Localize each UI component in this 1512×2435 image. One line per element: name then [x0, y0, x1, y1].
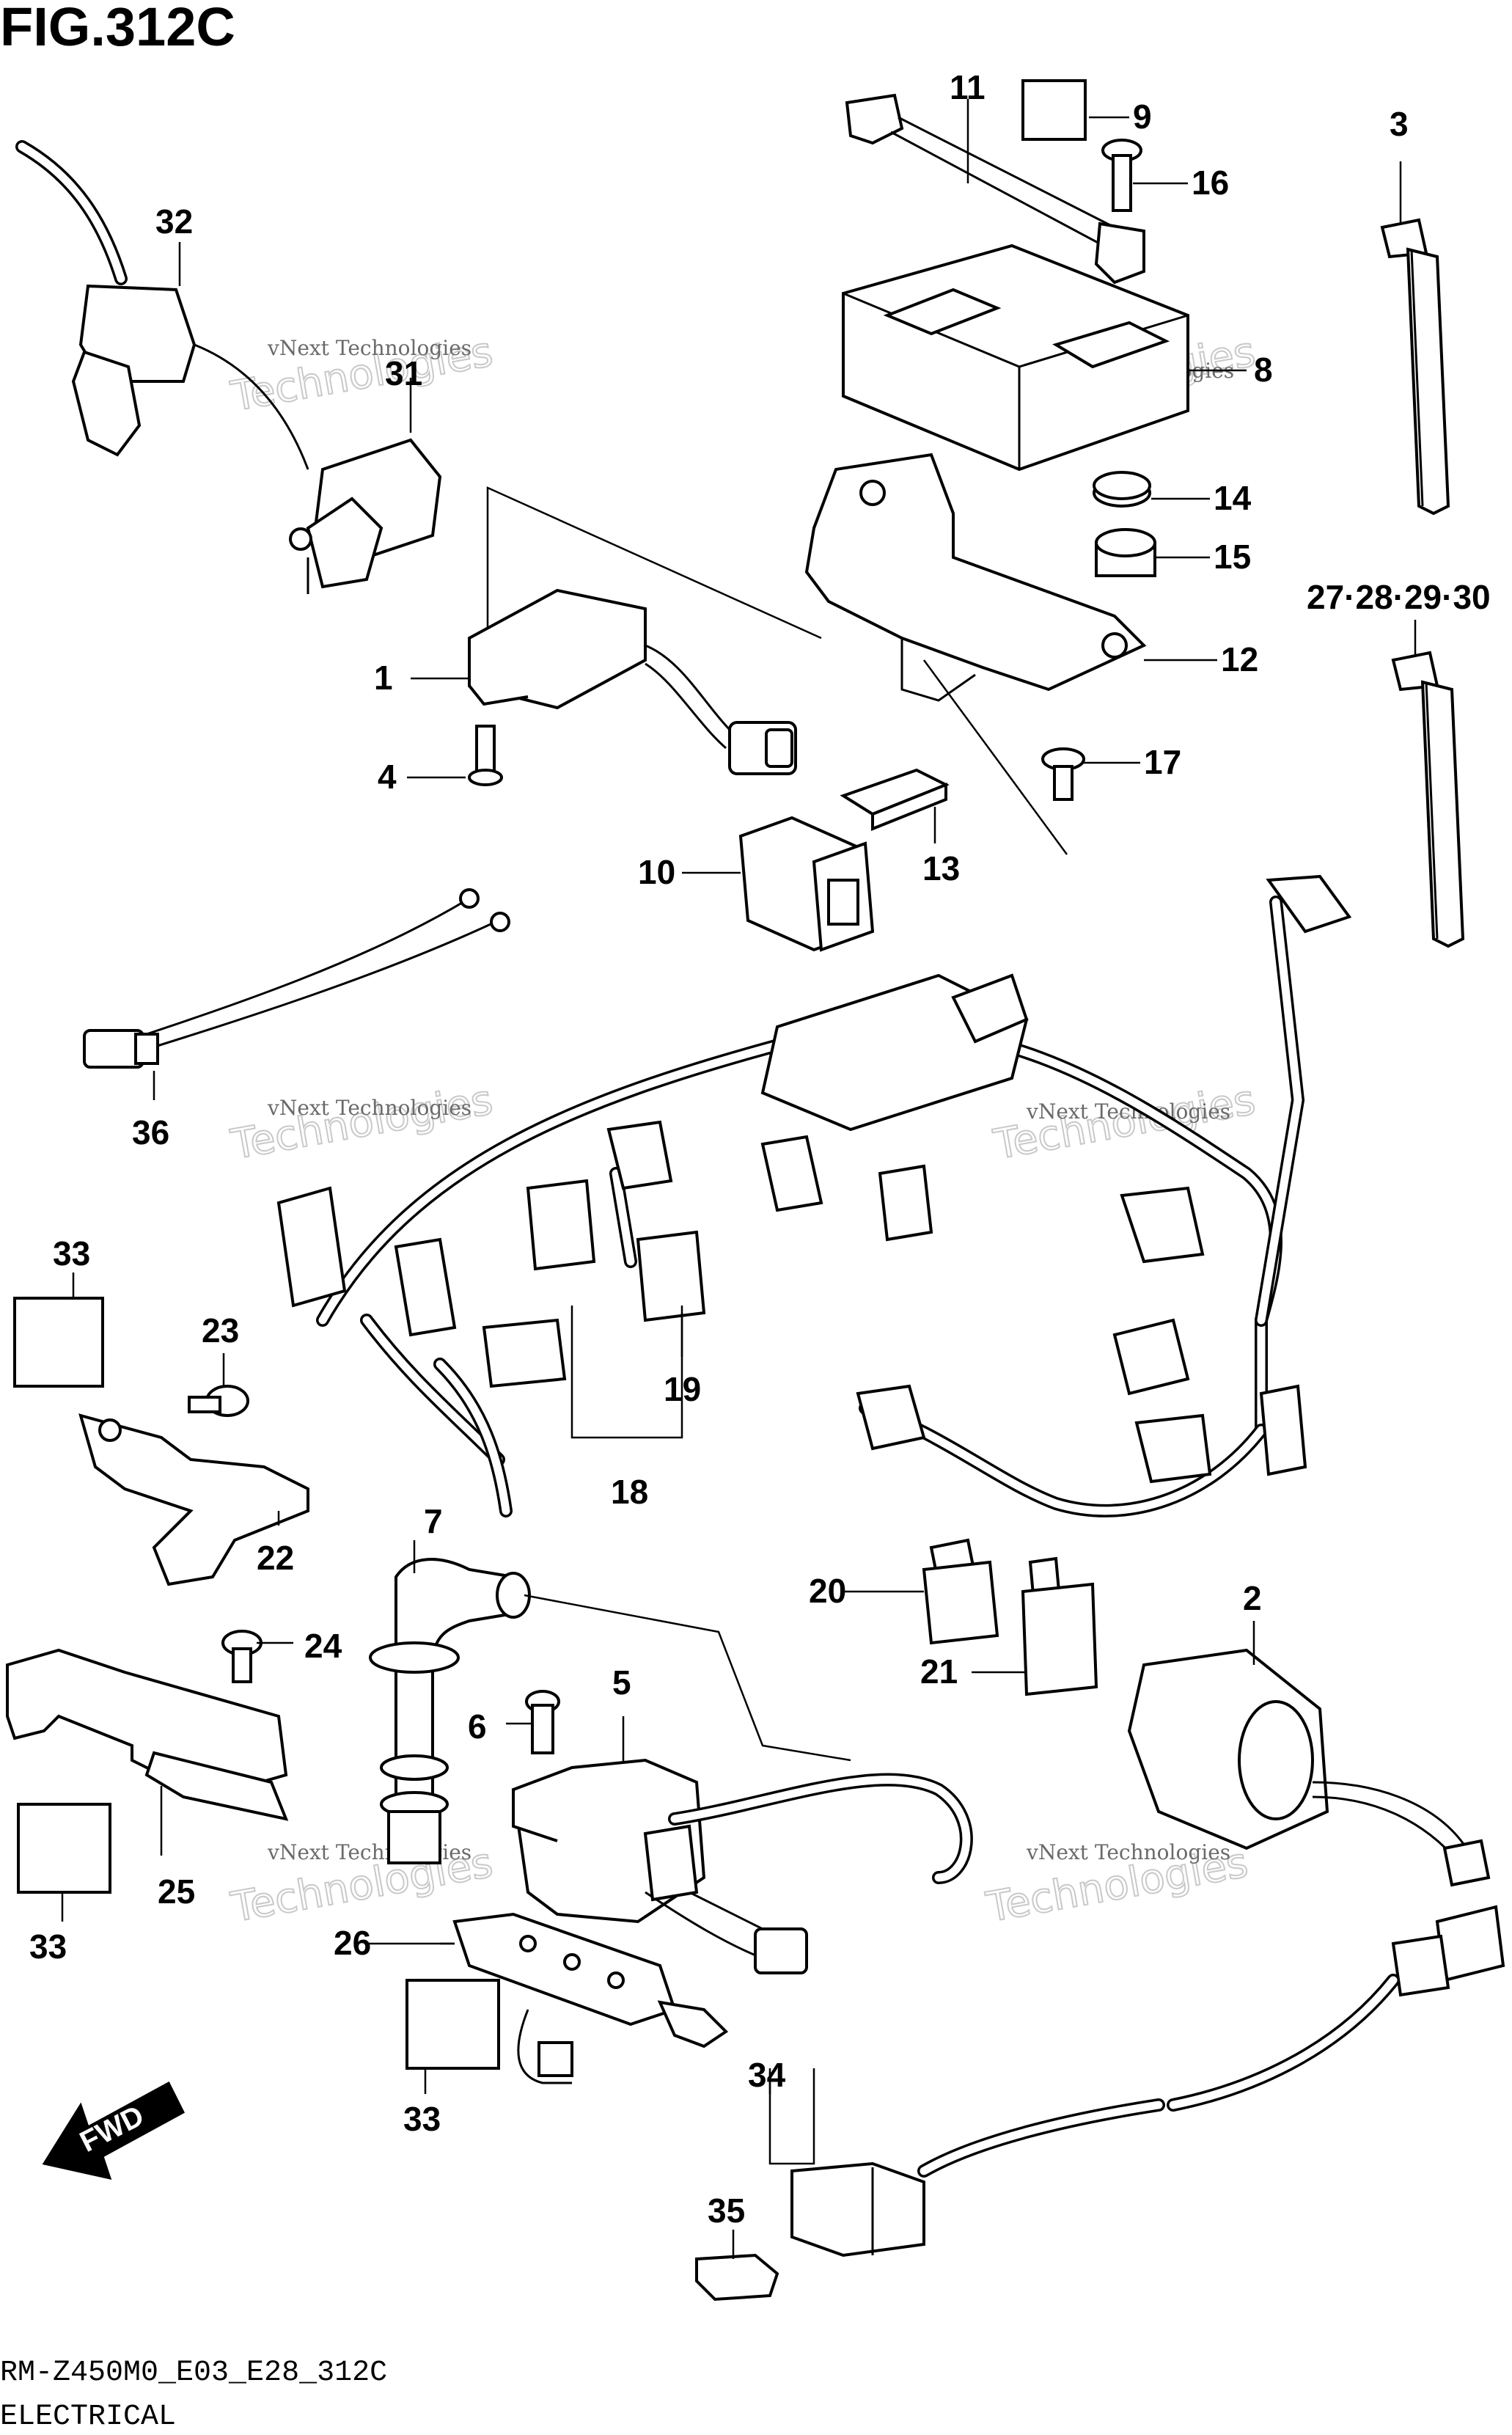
- part-label-17: 17: [1144, 743, 1181, 781]
- part-label-12: 12: [1221, 640, 1258, 678]
- part-label-14: 14: [1214, 479, 1252, 517]
- part-label-21: 21: [920, 1652, 958, 1691]
- part-10-connector: [738, 816, 875, 952]
- part-label-24: 24: [304, 1627, 342, 1665]
- part-21-plug: [1021, 1556, 1098, 1696]
- part-33-pad-c: [405, 1979, 500, 2070]
- part-label-20: 20: [809, 1572, 846, 1610]
- part-label-15: 15: [1214, 538, 1251, 576]
- part-23-bolt: [188, 1385, 249, 1417]
- part-11-strap: [845, 93, 1145, 285]
- part-label-4: 4: [378, 758, 397, 796]
- fwd-arrow: FWD: [42, 2081, 185, 2180]
- part-17-screw: [922, 659, 1085, 855]
- footer-code: RM-Z450M0_E03_E28_312C: [0, 2357, 387, 2390]
- part-27-30-cable-tie: [1391, 651, 1465, 948]
- part-14-cushion: [1093, 471, 1151, 508]
- part-2-sensor: [1127, 1648, 1491, 1887]
- part-8-ecm: [842, 244, 1189, 472]
- part-4-bolt: [468, 725, 503, 786]
- part-25-bracket: [6, 1648, 289, 1821]
- part-32-switch: [15, 140, 309, 470]
- part-label-25: 25: [158, 1872, 195, 1911]
- watermark-small: vNext Technologies: [267, 336, 471, 360]
- part-9-pad: [1021, 79, 1087, 141]
- part-1-module: [468, 486, 822, 775]
- part-label-6: 6: [468, 1707, 487, 1746]
- main-wiring-harness: [276, 874, 1352, 1517]
- part-label-8: 8: [1254, 351, 1273, 389]
- part-5-ignition-coil: [511, 1758, 973, 1974]
- part-36-lead-wire: [83, 888, 510, 1069]
- part-label-9: 9: [1133, 98, 1152, 136]
- part-label-1: 1: [374, 659, 393, 697]
- watermark-small: vNext Technologies: [1026, 1840, 1230, 1864]
- leader-lines: [61, 99, 1417, 2259]
- part-label-16: 16: [1192, 164, 1229, 202]
- part-label-11: 11: [950, 68, 986, 106]
- part-label-22: 22: [257, 1539, 294, 1577]
- part-34-sub-harness: [768, 1905, 1505, 2258]
- part-7-plug-cap: [369, 1558, 851, 1864]
- part-16-screw: [1101, 139, 1142, 212]
- part-35-fuse: [695, 2253, 779, 2302]
- part-15-grommet: [1095, 528, 1156, 577]
- part-label-23: 23: [202, 1311, 239, 1350]
- part-label-3: 3: [1390, 105, 1409, 143]
- part-label-5: 5: [612, 1663, 631, 1702]
- part-24-bolt: [221, 1630, 263, 1683]
- part-labels: 32 31 1 4 11 9 16 8 14 15 12 17 13 10 3 …: [29, 68, 1491, 2230]
- part-12-bracket: [804, 453, 1147, 702]
- footer-category: ELECTRICAL: [0, 2401, 176, 2434]
- part-label-7: 7: [424, 1502, 443, 1540]
- part-label-18: 18: [611, 1473, 648, 1511]
- part-label-33-a: 33: [53, 1234, 90, 1273]
- part-label-2: 2: [1243, 1579, 1262, 1617]
- part-label-10: 10: [638, 853, 675, 891]
- part-label-35: 35: [708, 2192, 745, 2230]
- part-33-pad-b: [17, 1803, 111, 1894]
- part-22-bracket: [78, 1413, 309, 1586]
- part-6-bolt: [525, 1690, 560, 1754]
- part-label-26: 26: [334, 1924, 371, 1962]
- part-26-bracket: [452, 1912, 729, 2084]
- part-label-13: 13: [922, 849, 960, 887]
- figure-title: FIG.312C: [0, 0, 235, 57]
- part-label-19: 19: [664, 1370, 701, 1408]
- part-label-34: 34: [748, 2056, 786, 2094]
- watermark-small: vNext Technologies: [267, 1096, 471, 1120]
- part-13-clip: [840, 768, 950, 831]
- part-label-32: 32: [155, 202, 193, 241]
- part-20-plug: [922, 1538, 999, 1645]
- part-31-switch: [289, 438, 442, 594]
- part-label-33-b: 33: [29, 1927, 67, 1966]
- watermark-big: Technologies: [227, 1076, 496, 1169]
- part-label-31: 31: [385, 354, 422, 392]
- part-label-33-c: 33: [403, 2100, 441, 2138]
- part-label-36: 36: [132, 1113, 169, 1151]
- part-3-cable-tie: [1380, 218, 1450, 516]
- part-33-pad-a: [13, 1297, 104, 1388]
- part-label-27-30: 27·28·29·30: [1307, 578, 1491, 616]
